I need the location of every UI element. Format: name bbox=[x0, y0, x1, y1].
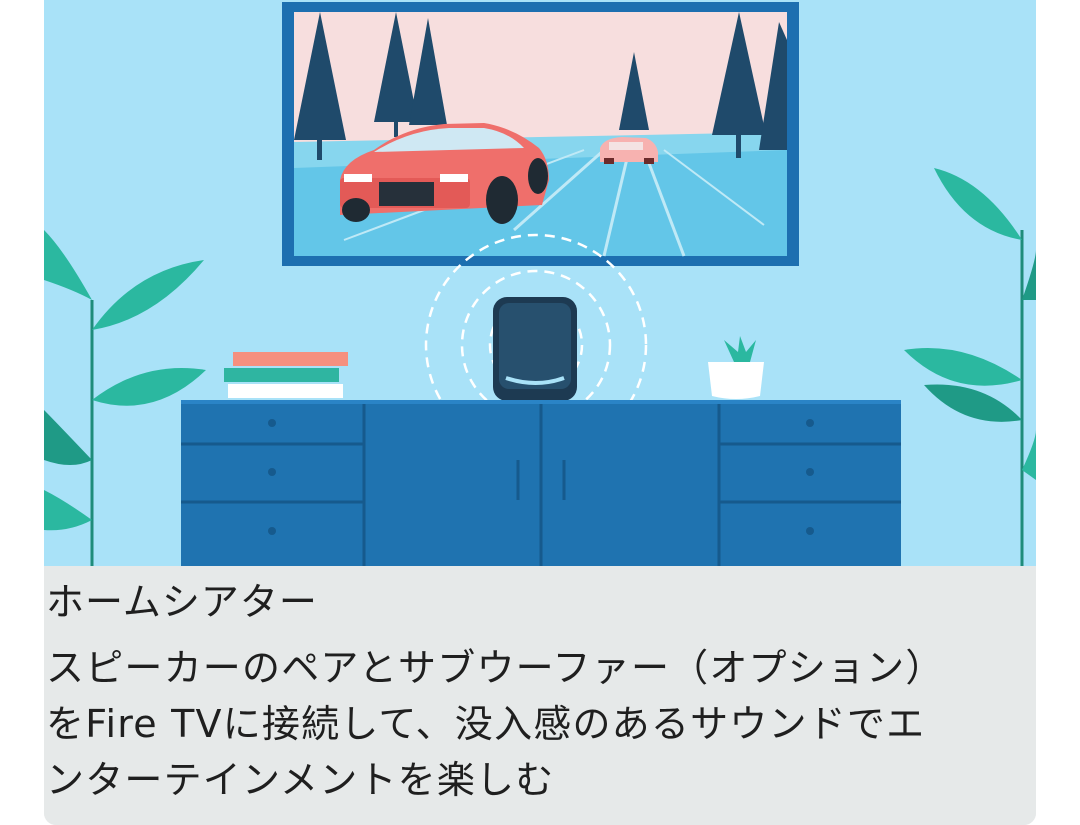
home-theater-card[interactable] bbox=[44, 0, 1036, 825]
speaker-icon bbox=[493, 297, 577, 401]
car-large-icon bbox=[340, 123, 549, 224]
books-icon bbox=[224, 352, 348, 398]
home-theater-illustration bbox=[44, 0, 1036, 566]
right-plant-icon bbox=[904, 168, 1036, 566]
potted-plant-icon bbox=[708, 336, 764, 399]
card-title: ホームシアター bbox=[46, 580, 318, 624]
car-small-icon bbox=[600, 137, 658, 164]
left-plant-icon bbox=[44, 230, 206, 566]
card-description: スピーカーのペアとサブウーファー（オプション）をFire TVに接続して、没入感… bbox=[46, 646, 926, 802]
card-caption bbox=[44, 566, 1036, 825]
tv-icon bbox=[282, 2, 799, 266]
media-cabinet-icon bbox=[181, 400, 901, 566]
